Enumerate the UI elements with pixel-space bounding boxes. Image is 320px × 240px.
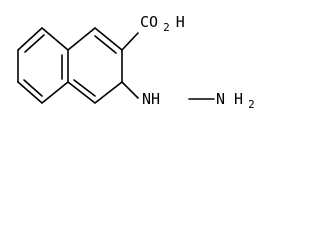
molecule-structure-diagram: CO 2 H NH N H 2 xyxy=(17,13,255,111)
nh2-label: N H 2 xyxy=(216,90,255,111)
bond xyxy=(17,27,43,51)
double-bond-inner-line xyxy=(23,79,43,97)
double-bond-inner-line xyxy=(24,34,45,53)
bond xyxy=(94,81,123,104)
bond xyxy=(17,81,43,104)
bond xyxy=(41,27,69,51)
hydrazine-bond xyxy=(121,81,139,99)
bond xyxy=(41,81,69,104)
right-benzene-ring xyxy=(67,27,123,104)
molecule-canvas: CO 2 H NH N H 2 xyxy=(0,0,269,129)
double-bond-inner-line xyxy=(94,35,117,54)
bond xyxy=(94,27,123,51)
carboxyl-bond xyxy=(121,32,139,51)
nh-label: NH xyxy=(142,90,160,108)
carboxyl-label: CO 2 H xyxy=(140,13,185,35)
double-bond-inner-line xyxy=(73,79,96,97)
bond xyxy=(67,81,96,104)
left-benzene-ring xyxy=(17,27,69,104)
bond xyxy=(67,27,96,51)
